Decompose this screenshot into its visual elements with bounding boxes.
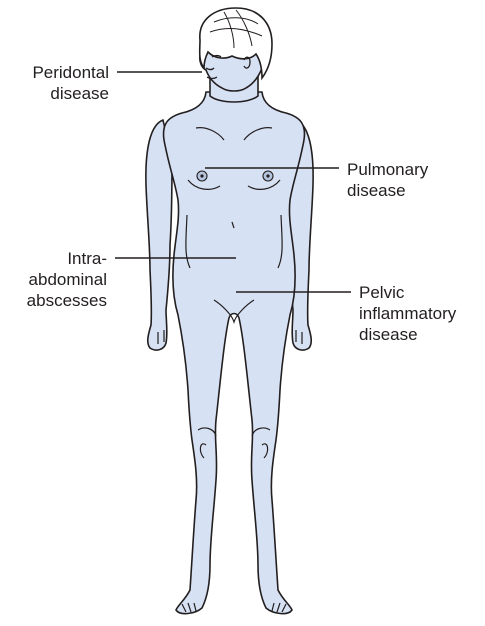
label-line: disease — [359, 324, 456, 345]
pulmonary-disease-label: Pulmonary disease — [347, 159, 428, 201]
intra-abdominal-abscesses-label: Intra- abdominal abscesses — [2, 248, 107, 311]
pelvic-inflammatory-disease-label: Pelvic inflammatory disease — [359, 282, 456, 345]
label-line: abscesses — [2, 290, 107, 311]
label-line: disease — [347, 180, 428, 201]
label-line: Intra- — [2, 248, 107, 269]
periodontal-disease-label: Peridontal disease — [9, 62, 109, 104]
label-line: disease — [9, 83, 109, 104]
label-line: inflammatory — [359, 303, 456, 324]
label-line: Pulmonary — [347, 159, 428, 180]
torso-and-legs — [164, 92, 305, 614]
label-line: Peridontal — [9, 62, 109, 83]
label-line: Pelvic — [359, 282, 456, 303]
label-line: abdominal — [2, 269, 107, 290]
